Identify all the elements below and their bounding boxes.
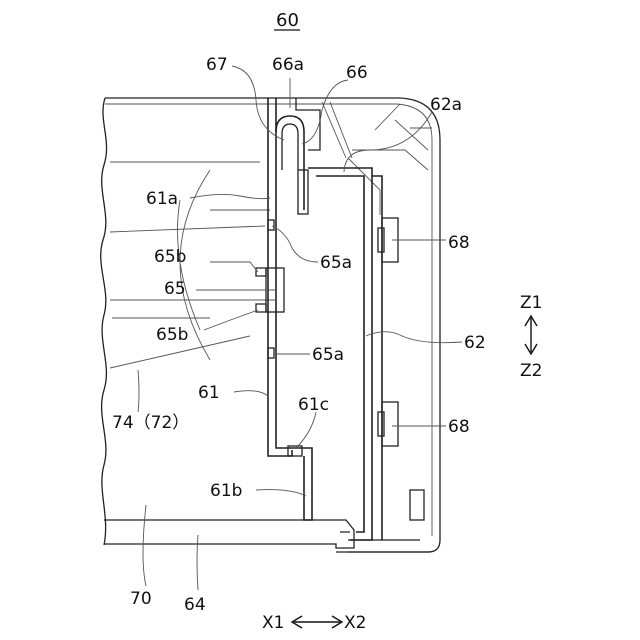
- label-65: 65: [164, 279, 186, 299]
- part-65a-bottom: [268, 348, 274, 358]
- leader-61c: [296, 412, 316, 448]
- label-62: 62: [464, 333, 486, 353]
- label-74-72: 74（72）: [112, 413, 189, 433]
- part-61-wall-inner: [276, 98, 300, 448]
- label-64: 64: [184, 595, 206, 615]
- label-65a-top: 65a: [320, 253, 352, 273]
- leader-74: [138, 370, 139, 412]
- label-61b: 61b: [210, 481, 242, 501]
- leader-64: [197, 535, 198, 590]
- leader-70: [143, 505, 146, 586]
- part-65b-bottom: [256, 304, 266, 312]
- axis-x2-label: X2: [344, 613, 366, 633]
- housing-slope-2: [348, 150, 428, 215]
- base-bottom: [336, 532, 430, 552]
- label-61a: 61a: [146, 189, 178, 209]
- label-70: 70: [130, 589, 152, 609]
- leader-66: [302, 80, 348, 144]
- leader-61: [234, 391, 268, 396]
- label-65b-top: 65b: [154, 247, 186, 267]
- part-61b: [300, 448, 312, 520]
- label-66: 66: [346, 63, 368, 83]
- part-66-block: [298, 170, 308, 214]
- label-65a-bottom: 65a: [312, 345, 344, 365]
- label-68-top: 68: [448, 233, 470, 253]
- part-64: [104, 520, 354, 548]
- label-66a: 66a: [272, 55, 304, 75]
- leader-65b-bottom: [204, 310, 258, 330]
- label-65b-bottom: 65b: [156, 325, 188, 345]
- axis-z2-label: Z2: [520, 361, 542, 381]
- label-61c: 61c: [298, 395, 329, 415]
- leader-65a-top: [272, 226, 318, 262]
- part-67: [282, 124, 298, 170]
- part-68-top-tab: [378, 228, 384, 252]
- axis-x1-label: X1: [262, 613, 284, 633]
- leader-62: [366, 332, 462, 343]
- label-67: 67: [206, 55, 228, 75]
- label-68-bottom: 68: [448, 417, 470, 437]
- part-65a-top: [268, 220, 274, 230]
- figure-title: 60: [276, 10, 299, 31]
- part-66: [276, 116, 304, 210]
- duct-outline: [110, 162, 275, 368]
- part-66a: [296, 98, 320, 150]
- bottom-clip: [410, 490, 424, 520]
- label-62a: 62a: [430, 95, 462, 115]
- part-68-bottom-tab: [378, 412, 384, 436]
- break-line: [101, 98, 107, 545]
- leader-61a: [190, 194, 270, 198]
- part-61-wall: [268, 98, 292, 456]
- label-61: 61: [198, 383, 220, 403]
- leader-61b: [256, 490, 306, 496]
- part-62-right: [372, 176, 382, 540]
- axis-z1-label: Z1: [520, 293, 542, 313]
- leader-65b-top: [210, 262, 258, 272]
